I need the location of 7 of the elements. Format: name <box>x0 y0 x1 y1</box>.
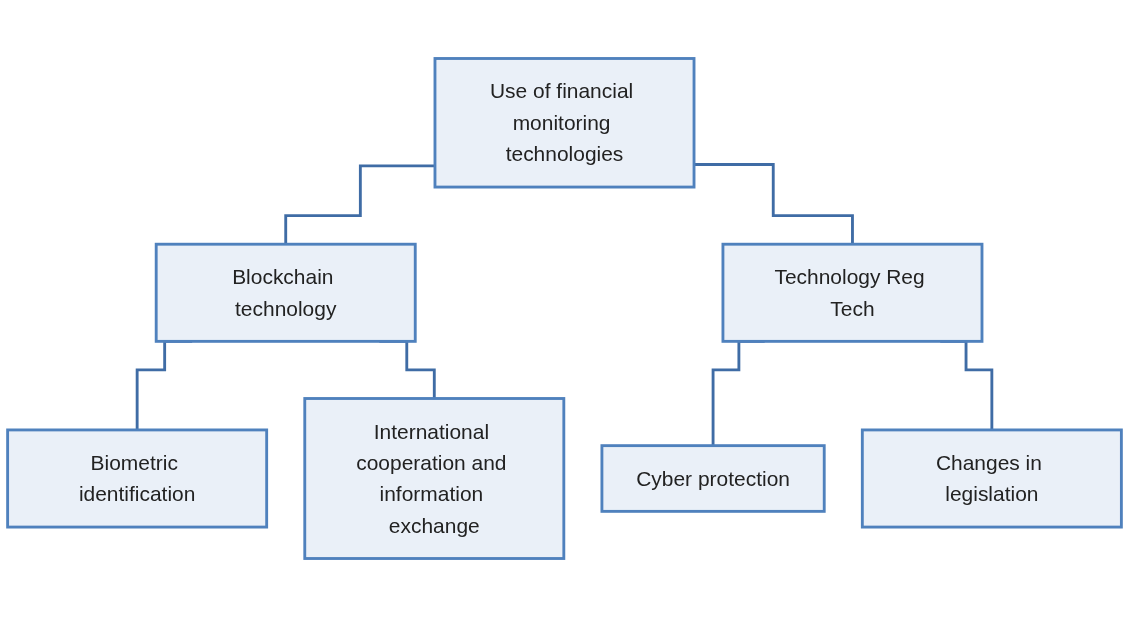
node-box: Biometric identification <box>6 428 269 529</box>
node-box: Cyber protection <box>600 444 826 513</box>
node-box: Use of financial monitoring technologies <box>433 57 696 189</box>
node-box: International cooperation and information exchange <box>303 397 566 560</box>
node-box: Technology Reg Tech <box>721 242 984 343</box>
node-box: Changes in legislation <box>860 428 1123 529</box>
node-box: Blockchain technology <box>154 242 417 343</box>
